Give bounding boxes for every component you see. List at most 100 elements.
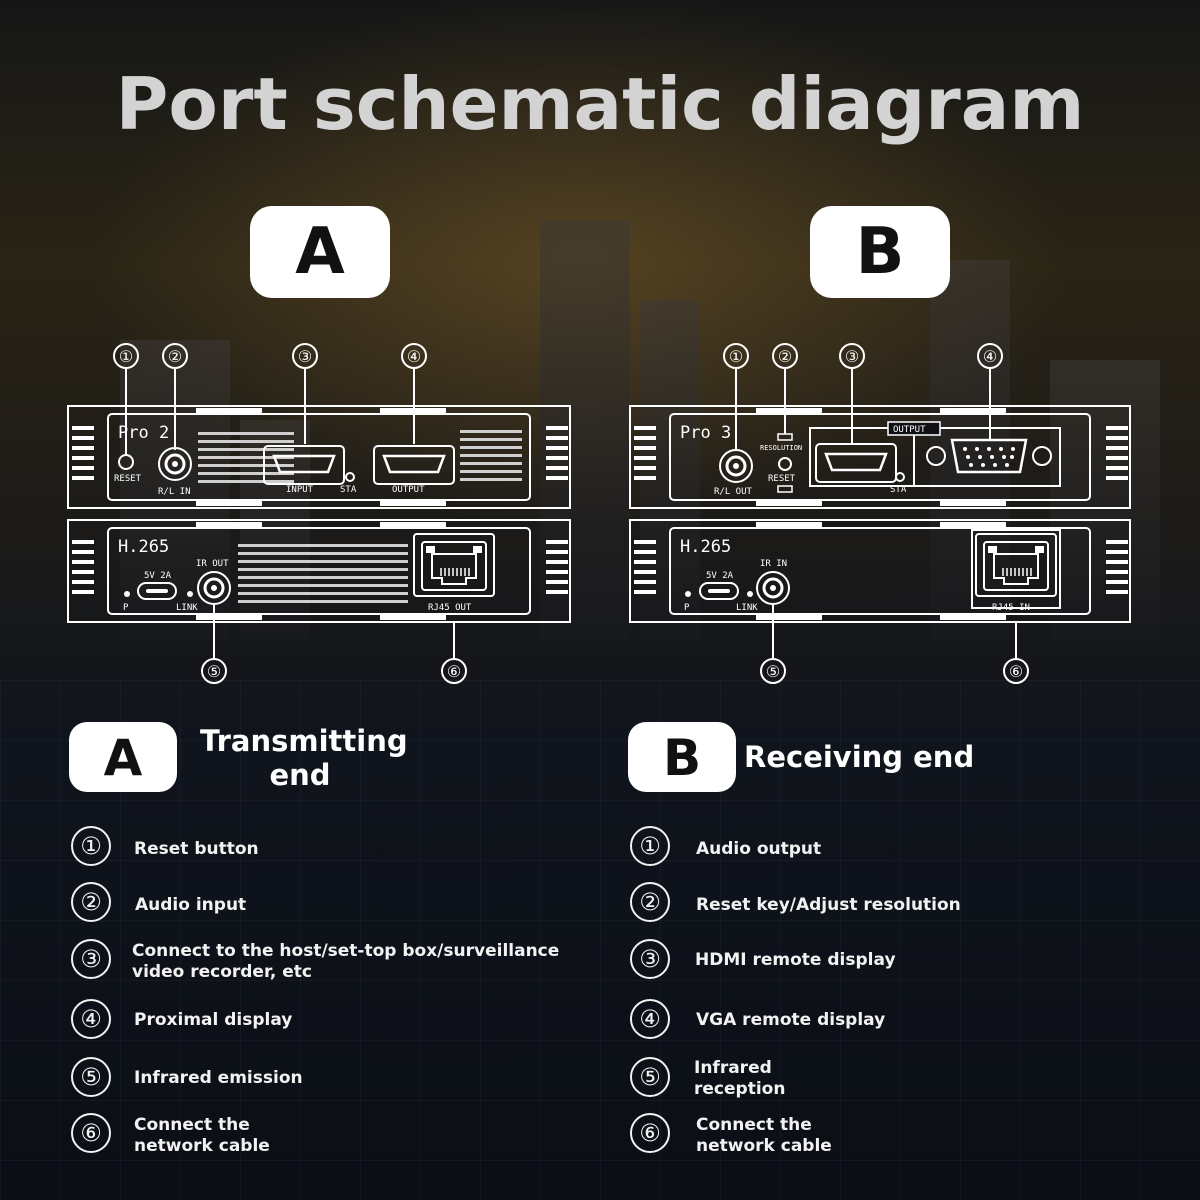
reset-key-label: RESET	[768, 474, 796, 484]
panel-b-callout-5: ⑤	[760, 658, 786, 684]
panel-b-callouts	[735, 368, 1017, 658]
panel-a-callout-3: ③	[292, 343, 318, 369]
audio-jack-icon	[157, 446, 193, 482]
audio-out-label: R/L OUT	[714, 487, 753, 497]
device-b-bottom-unit: H.265 5V 2A P IR IN LINK RJ45 IN	[629, 519, 1131, 623]
device-a-top-unit: Pro 2 RESET R/L IN INPUT STA OUTPUT	[67, 405, 571, 509]
callout-2: ②	[168, 347, 182, 366]
panel-b-callout-3: ③	[839, 343, 865, 369]
page-title: Port schematic diagram	[115, 62, 1085, 146]
link-b-label: LINK	[736, 603, 758, 613]
legend-a-num-1: ①	[71, 826, 111, 866]
sta-led-icon	[345, 472, 355, 482]
hdmi-output-label: OUTPUT	[392, 485, 425, 495]
device-b-top-label: Pro 3	[680, 423, 731, 443]
legend-a-item-3: Connect to the host/set-top box/surveill…	[132, 941, 560, 982]
rj45-in-port-icon	[975, 533, 1057, 597]
sta-label: STA	[340, 485, 357, 495]
legend-a-num-4: ④	[71, 999, 111, 1039]
panel-b-badge: B	[810, 206, 950, 298]
device-a-bottom-unit: H.265 5V 2A P IR OUT LINK RJ45 OUT	[67, 519, 571, 623]
legend-a-heading-line1: Transmitting	[200, 724, 408, 758]
callout-5: ⑤	[207, 662, 221, 681]
legend-b-item-4: VGA remote display	[696, 1010, 886, 1030]
legend-b-item-2: Reset key/Adjust resolution	[696, 895, 961, 915]
legend-b-num-6: ⑥	[630, 1113, 670, 1153]
reset-button-icon	[118, 454, 134, 470]
legend-a-item-1: Reset button	[134, 839, 259, 859]
sta-led-b-icon	[895, 472, 905, 482]
panel-a-callout-6: ⑥	[441, 658, 467, 684]
panel-b-callout-4: ④	[977, 343, 1003, 369]
device-b-bottom-label: H.265	[680, 537, 731, 557]
power-led-b-icon	[685, 591, 691, 597]
p-b-label: P	[684, 603, 690, 613]
legend-a-num-2: ②	[71, 882, 111, 922]
legend-a-heading: Transmitting end	[200, 724, 408, 792]
legend-b-num-2: ②	[630, 882, 670, 922]
panel-b-device: Pro 3 R/L OUT RESOLUTION RESET STA OUTPU…	[629, 343, 1131, 684]
rj45-out-port-icon	[413, 533, 495, 597]
legend-a-heading-line2: end	[269, 758, 331, 792]
audio-in-label: R/L IN	[158, 487, 191, 497]
callout-3: ③	[298, 347, 312, 366]
hdmi-input-label: INPUT	[286, 485, 314, 495]
callout-b-3: ③	[845, 347, 859, 366]
device-a-top-label: Pro 2	[118, 423, 169, 443]
reset-label: RESET	[114, 474, 142, 484]
legend-a-item-2: Audio input	[135, 895, 247, 915]
panel-a-callout-1: ①	[113, 343, 139, 369]
output-label: OUTPUT	[893, 425, 926, 435]
p-label: P	[123, 603, 129, 613]
legend-a-item-5: Infrared emission	[134, 1068, 303, 1088]
rj45-in-label: RJ45 IN	[992, 603, 1030, 613]
sta-b-label: STA	[890, 485, 907, 495]
device-b-top-unit: Pro 3 R/L OUT RESOLUTION RESET STA OUTPU…	[629, 405, 1131, 509]
rj45-out-label: RJ45 OUT	[428, 603, 472, 613]
dc-power-port-b-icon	[699, 582, 739, 600]
legend-b-item-3: HDMI remote display	[695, 950, 896, 970]
callout-b-1: ①	[729, 347, 743, 366]
callout-b-6: ⑥	[1009, 662, 1023, 681]
panel-b-callout-2: ②	[772, 343, 798, 369]
legend-a-num-5: ⑤	[71, 1057, 111, 1097]
legend-b-num-1: ①	[630, 826, 670, 866]
panel-b-callout-6: ⑥	[1003, 658, 1029, 684]
panel-b-callout-1: ①	[723, 343, 749, 369]
ir-out-label: IR OUT	[196, 559, 229, 569]
link-led-icon	[187, 591, 193, 597]
panel-a-callout-4: ④	[401, 343, 427, 369]
legend-b-badge: B	[628, 722, 736, 792]
power-label: 5V 2A	[144, 571, 172, 581]
callout-b-2: ②	[778, 347, 792, 366]
callout-6: ⑥	[447, 662, 461, 681]
ir-in-label: IR IN	[760, 559, 787, 569]
device-a-bottom-label: H.265	[118, 537, 169, 557]
hdmi-remote-display-icon	[814, 442, 898, 484]
audio-out-jack-icon	[718, 448, 754, 484]
panel-a-badge: A	[250, 206, 390, 298]
legend-b-num-5: ⑤	[630, 1057, 670, 1097]
callout-b-4: ④	[983, 347, 997, 366]
legend-a-item-4: Proximal display	[134, 1010, 293, 1030]
hdmi-output-icon	[372, 444, 456, 486]
reset-key-icon	[778, 457, 792, 471]
link-led-b-icon	[747, 591, 753, 597]
callout-b-5: ⑤	[766, 662, 780, 681]
callout-4: ④	[407, 347, 421, 366]
legend-b-item-1: Audio output	[696, 839, 822, 859]
link-label: LINK	[176, 603, 198, 613]
power-led-icon	[124, 591, 130, 597]
callout-1: ①	[119, 347, 133, 366]
panel-a-device: Pro 2 RESET R/L IN INPUT STA OUTPUT	[67, 343, 571, 684]
resolution-label: RESOLUTION	[760, 444, 802, 452]
legend-b-heading: Receiving end	[744, 740, 975, 774]
ir-jack-icon	[196, 570, 232, 606]
legend-b-num-3: ③	[630, 939, 670, 979]
legend-a-badge: A	[69, 722, 177, 792]
